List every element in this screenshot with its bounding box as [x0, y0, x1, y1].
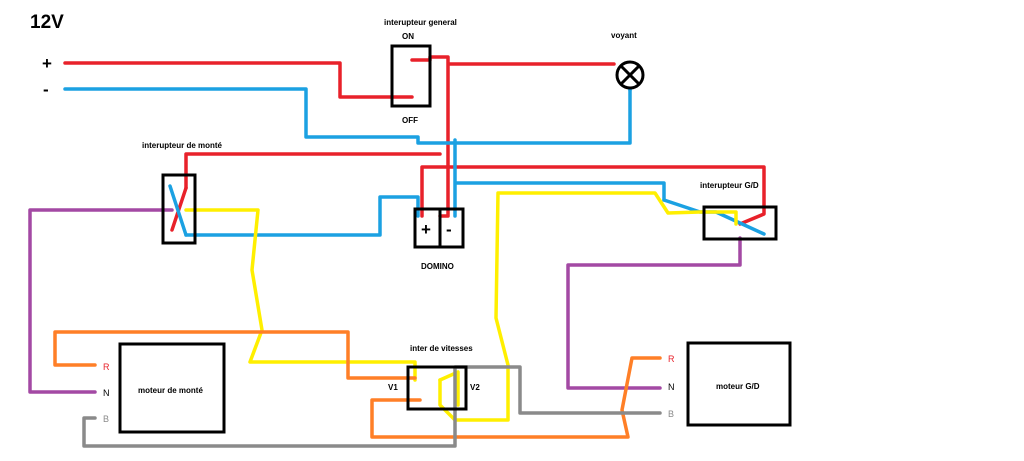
- wire-red-main-lamp: [410, 55, 616, 218]
- wire-red-gd-switch: [420, 165, 766, 226]
- gd-switch-box[interactable]: [702, 205, 778, 241]
- wire-purple-up: [28, 208, 174, 394]
- main-switch-box[interactable]: [390, 44, 432, 108]
- main-switch-on: ON: [402, 32, 414, 41]
- speed-v1: V1: [388, 383, 398, 392]
- supply-minus: -: [43, 80, 49, 99]
- wire-yellow-speed-gd: [438, 191, 738, 422]
- wire-blue-supply: [63, 86, 632, 145]
- domino-minus: -: [446, 220, 452, 239]
- motor-up-label: moteur de monté: [138, 386, 203, 395]
- wire-blue-gd-internal: [662, 198, 766, 236]
- main-switch-off: OFF: [402, 116, 418, 125]
- speed-switch-label: inter de vitesses: [410, 344, 473, 353]
- supply-plus: +: [42, 54, 52, 73]
- wire-gray-up: [82, 365, 662, 448]
- speed-switch-box[interactable]: [406, 365, 468, 411]
- wire-orange-gd: [370, 356, 662, 439]
- motor-gd-r: R: [668, 354, 675, 364]
- wire-red-supply: [63, 61, 414, 99]
- motor-gd-box: [686, 341, 792, 427]
- wire-blue-domino-gd: [453, 138, 666, 218]
- domino-plus: +: [421, 220, 431, 239]
- lamp-cross: [619, 64, 641, 86]
- motor-gd-b: B: [668, 409, 674, 419]
- wire-yellow-speed-internal: [438, 370, 460, 407]
- wire-red-up-switch: [184, 152, 442, 190]
- wire-purple-gd: [566, 236, 742, 390]
- motor-gd-n: N: [668, 382, 675, 392]
- wire-blue-up-switch: [184, 195, 420, 237]
- lamp-label: voyant: [611, 31, 637, 40]
- gd-switch-label: interupteur G/D: [700, 181, 759, 190]
- motor-gd-label: moteur G/D: [716, 382, 760, 391]
- motor-up-n: N: [103, 388, 110, 398]
- motor-up-r: R: [103, 362, 110, 372]
- speed-v2: V2: [470, 383, 480, 392]
- up-switch-label: interupteur de monté: [142, 141, 223, 150]
- wire-orange-up: [53, 330, 417, 380]
- motor-up-box: [118, 342, 226, 434]
- wire-yellow-up-speed: [184, 208, 417, 382]
- main-switch-title: interupteur general: [384, 18, 457, 27]
- up-switch-box[interactable]: [161, 173, 197, 245]
- domino-label: DOMINO: [421, 262, 454, 271]
- wire-blue-up-cross: [168, 184, 188, 237]
- motor-up-b: B: [103, 414, 109, 424]
- supply-voltage: 12V: [30, 12, 64, 33]
